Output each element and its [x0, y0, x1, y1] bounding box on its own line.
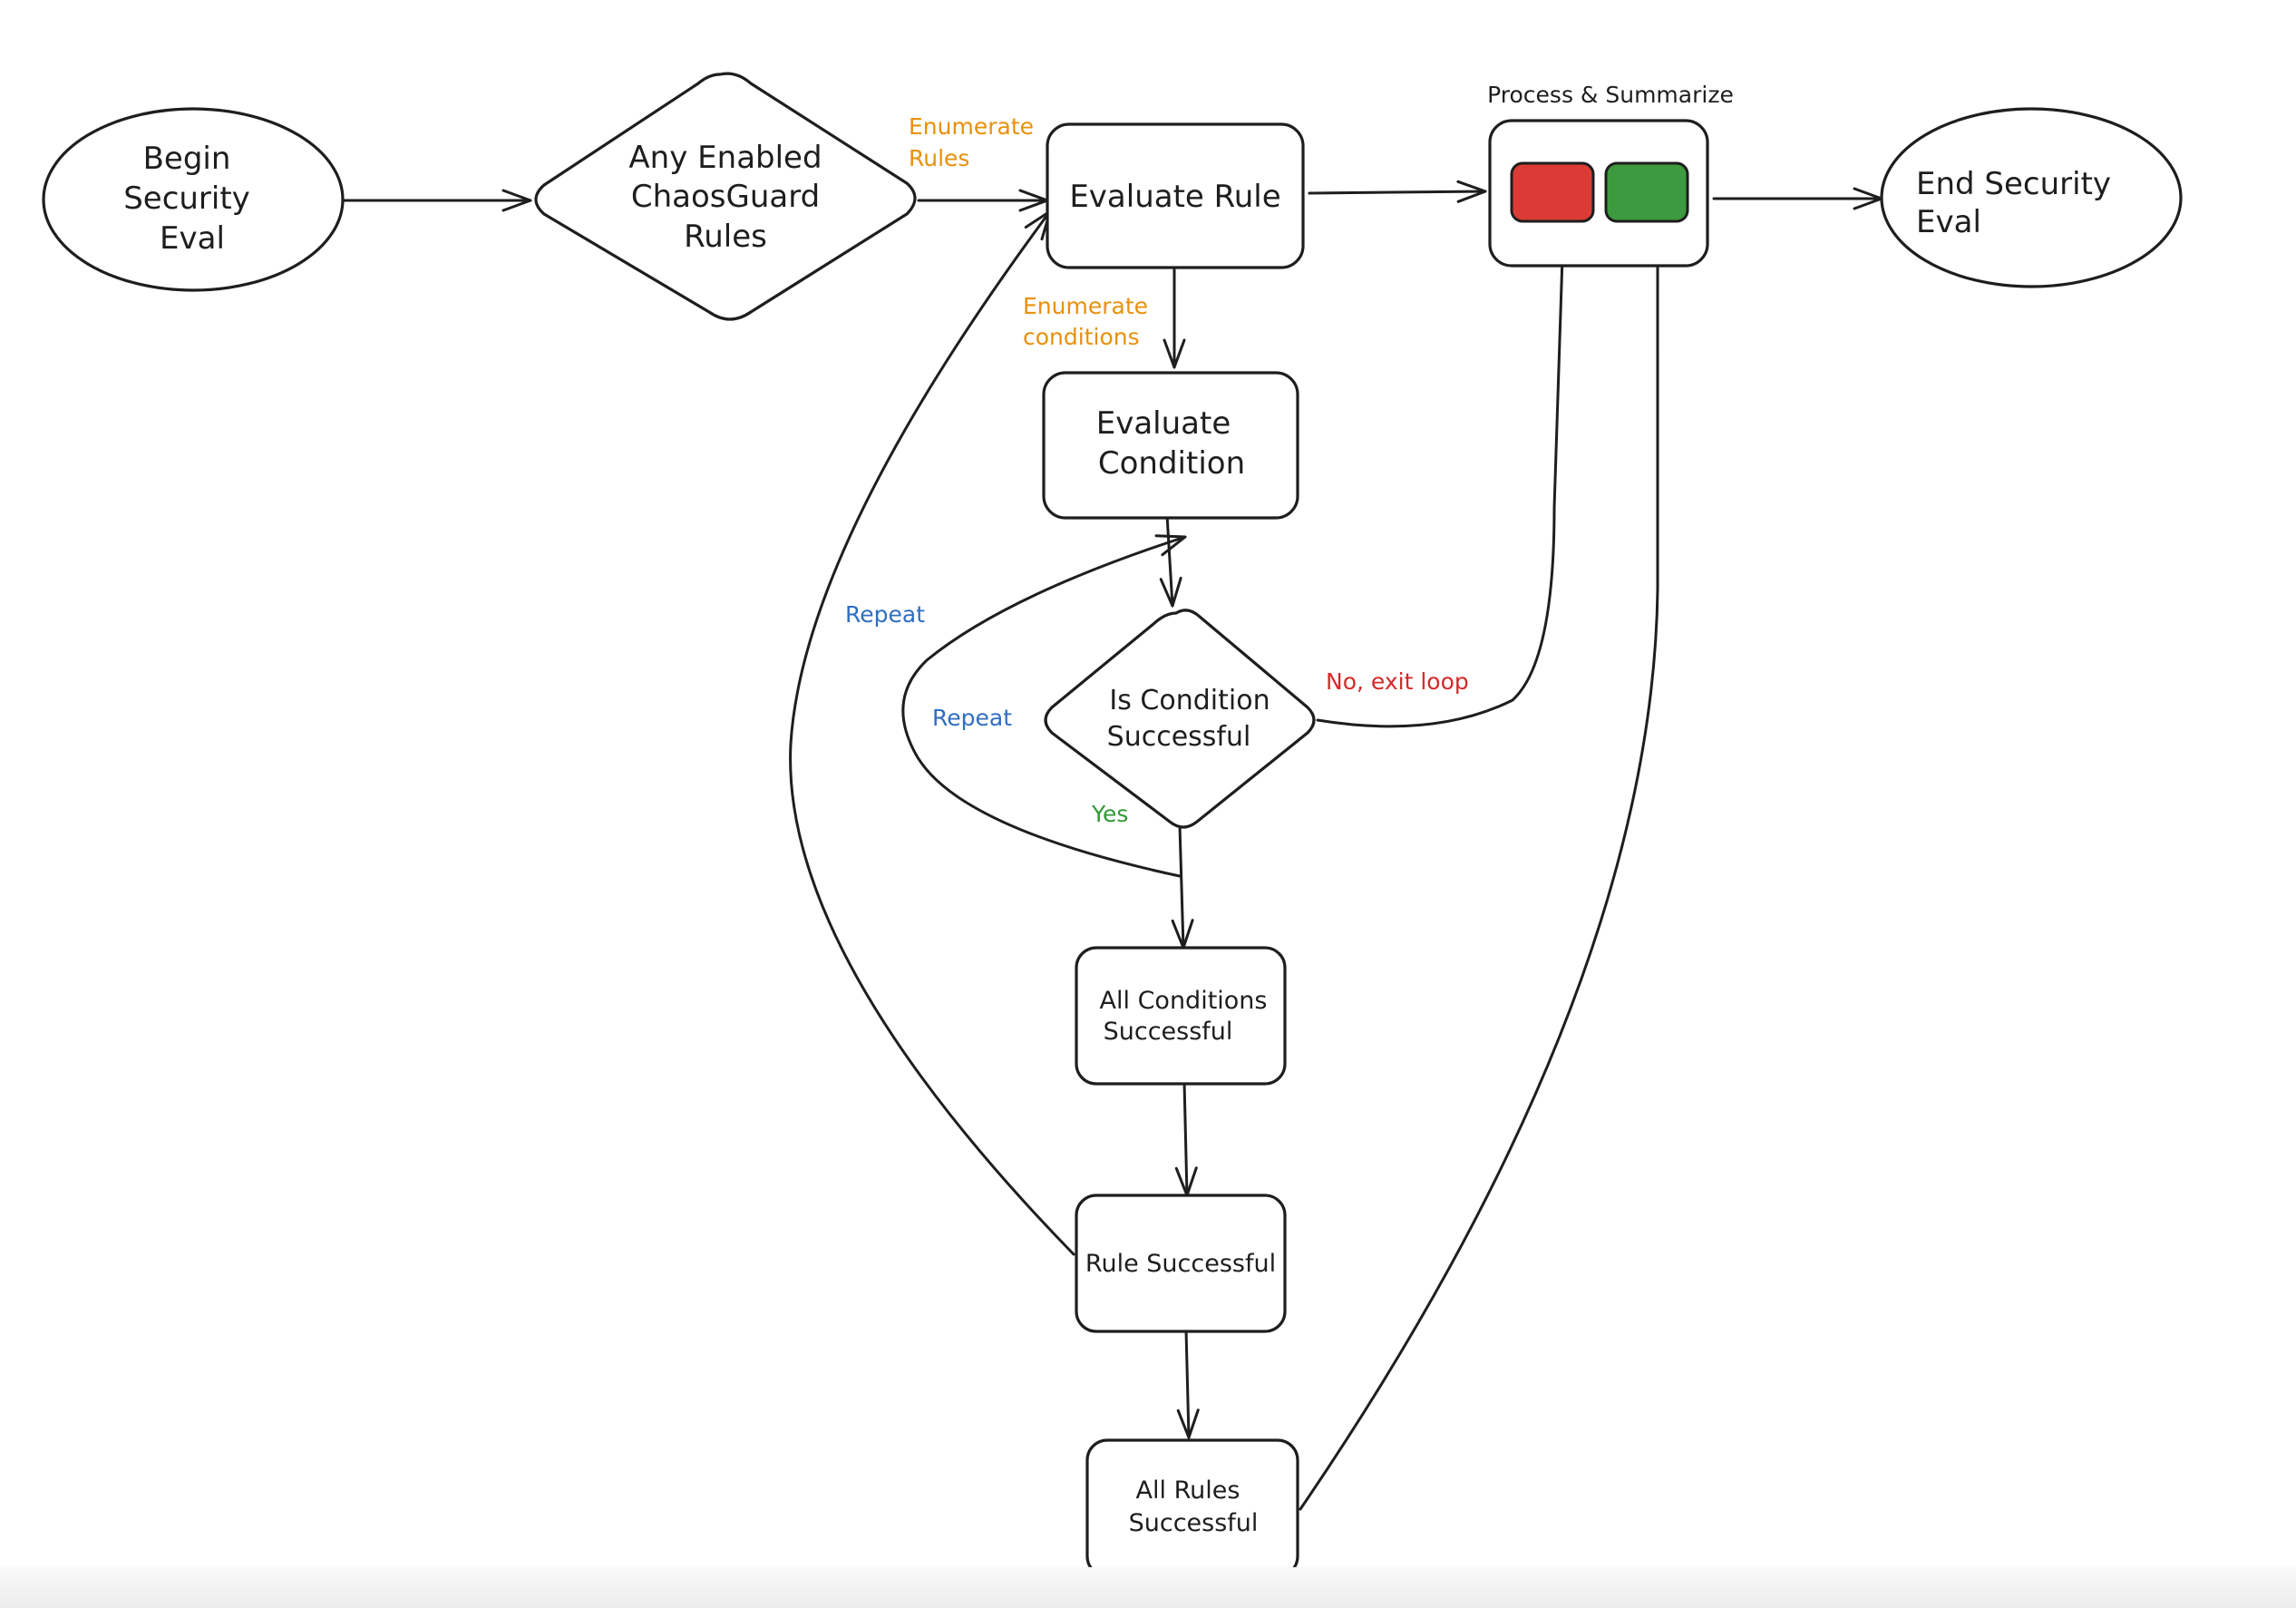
node-evaluate-condition-line2: Condition [1098, 445, 1245, 482]
node-evaluate-condition-line1: Evaluate [1096, 405, 1231, 442]
edge-rule-successful-to-all-rules [1176, 1328, 1200, 1439]
node-rule-successful-label: Rule Successful [1085, 1250, 1276, 1278]
label-repeat-inner: Repeat [932, 705, 1012, 731]
edge-is-condition-to-all-conditions [1171, 823, 1194, 950]
node-all-rules-line1: All Rules [1136, 1476, 1240, 1505]
node-begin-security-eval: Begin Security Eval [42, 107, 345, 292]
node-end-line1: End Security [1916, 166, 2111, 202]
label-enumerate-rules-line1: Enumerate [909, 113, 1034, 140]
label-enumerate-rules-line2: Rules [909, 145, 969, 171]
node-is-condition-line2: Successful [1107, 721, 1251, 753]
node-evaluate-rule: Evaluate Rule [1046, 122, 1305, 269]
node-any-enabled-line3: Rules [684, 219, 767, 255]
process-title: Process & Summarize [1487, 82, 1734, 108]
node-evaluate-condition: Evaluate Condition [1042, 371, 1299, 520]
node-rule-successful: Rule Successful [1075, 1194, 1287, 1333]
edge-evaluate-condition-to-is-condition [1159, 513, 1182, 608]
bottom-fade-strip [0, 1567, 2296, 1608]
node-any-enabled-line2: ChaosGuard [631, 179, 820, 215]
node-begin-line3: Eval [160, 220, 225, 257]
node-process-summarize: Process & Summarize [1487, 82, 1734, 268]
node-end-line2: Eval [1916, 204, 1981, 240]
pass-indicator [1604, 161, 1689, 223]
node-all-conditions-line2: Successful [1104, 1018, 1233, 1046]
label-no-exit-loop: No, exit loop [1326, 668, 1469, 695]
node-is-condition-line1: Is Condition [1109, 685, 1270, 716]
node-any-enabled-line1: Any Enabled [628, 140, 822, 176]
node-all-conditions-successful: All Conditions Successful [1075, 946, 1287, 1086]
edge-no-exit-loop [1316, 227, 1574, 728]
label-repeat-outer: Repeat [845, 601, 925, 628]
node-begin-line1: Begin [143, 141, 231, 177]
edge-all-conditions-to-rule-successful [1174, 1080, 1198, 1197]
node-evaluate-rule-label: Evaluate Rule [1069, 179, 1280, 215]
node-any-enabled-rules: Any Enabled ChaosGuard Rules [534, 72, 917, 321]
label-enumerate-conditions-line1: Enumerate [1023, 293, 1148, 319]
edge-all-rules-to-process [1299, 227, 1669, 1511]
node-is-condition-successful: Is Condition Successful [1044, 609, 1316, 829]
fail-indicator [1510, 161, 1595, 223]
edge-inner-repeat-loop [901, 534, 1187, 878]
label-enumerate-conditions-line2: conditions [1023, 324, 1140, 350]
node-end-security-eval: End Security Eval [1880, 107, 2183, 288]
edge-outer-repeat-loop [789, 210, 1075, 1256]
edge-evaluate-rule-to-process [1308, 180, 1487, 203]
node-all-conditions-line1: All Conditions [1100, 987, 1268, 1015]
node-all-rules-successful: All Rules Successful [1085, 1438, 1299, 1578]
node-begin-line2: Security [123, 180, 250, 217]
label-yes: Yes [1091, 801, 1128, 827]
node-all-rules-line2: Successful [1129, 1509, 1259, 1537]
